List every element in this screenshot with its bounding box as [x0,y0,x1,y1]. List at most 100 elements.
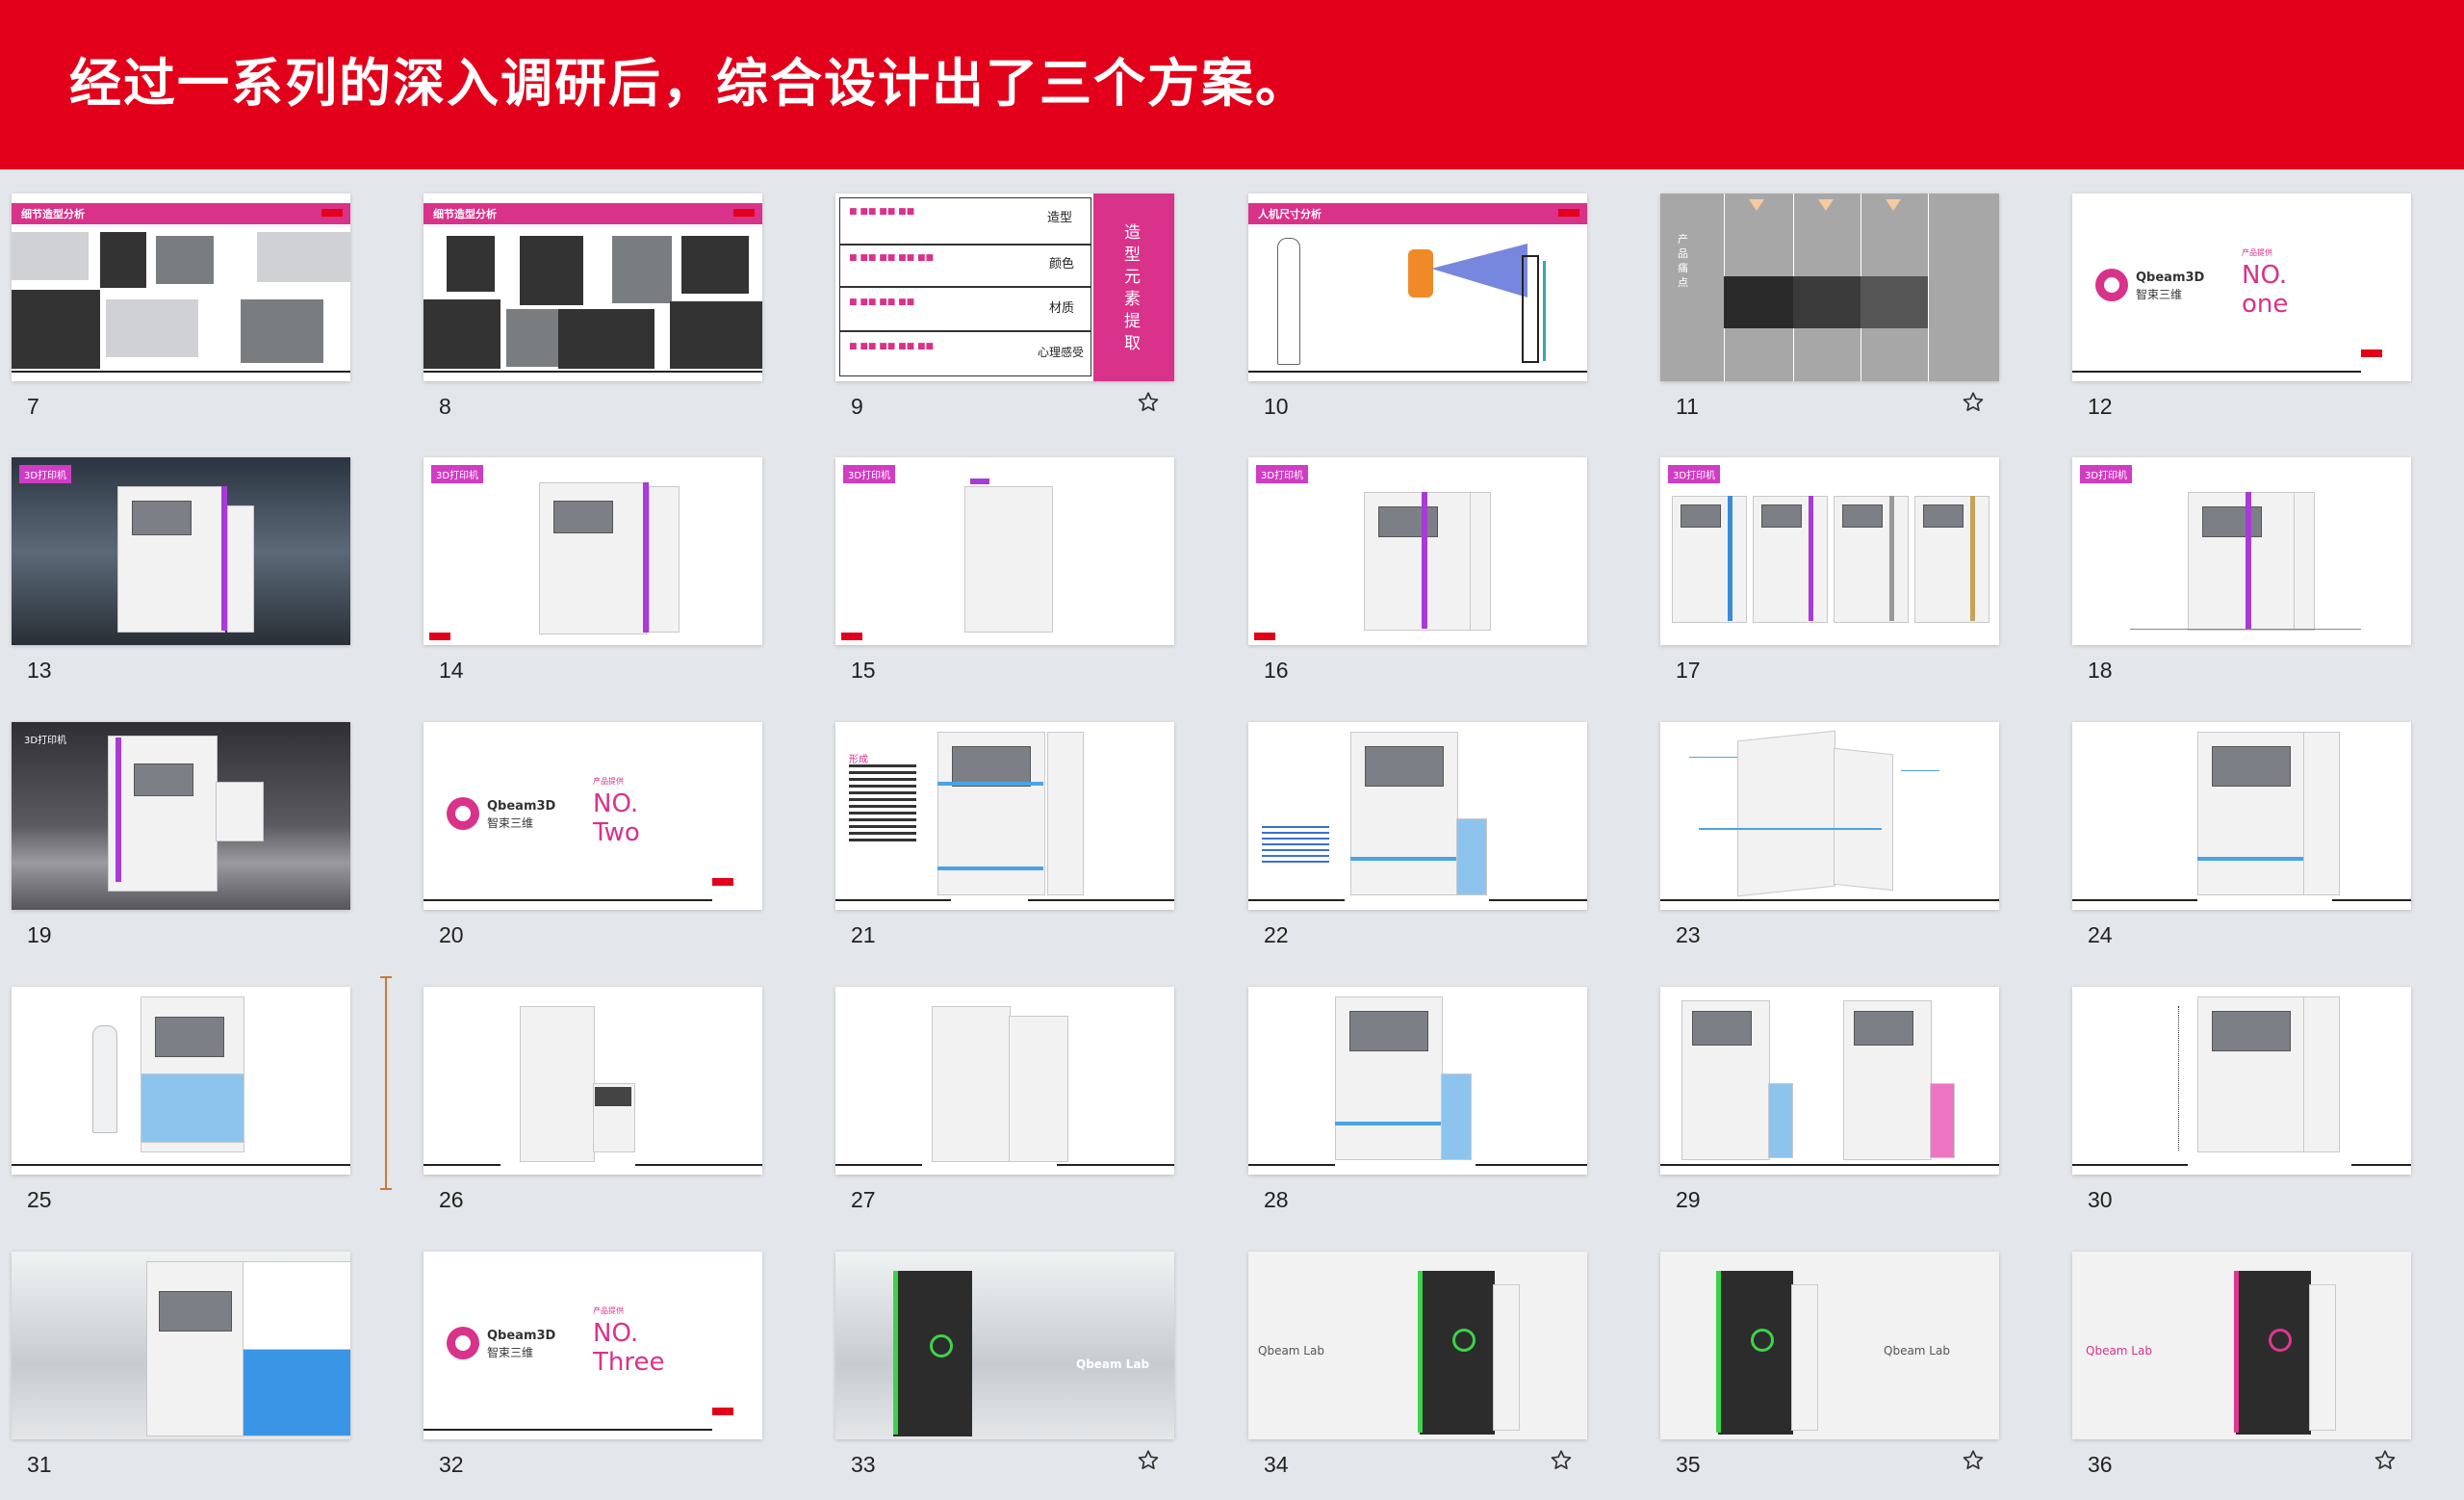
slide-number: 27 [851,1187,876,1212]
word-shape: 造型 [1047,211,1073,225]
slide-number: 15 [851,658,876,683]
slide-thumbnail[interactable] [835,987,1174,1175]
slide-16[interactable]: 3D打印机 16 [1248,457,1587,698]
star-icon[interactable] [1549,1448,1574,1473]
slide-20[interactable]: Qbeam3D 智束三维 产品提供 NO. Two 20 [424,722,762,963]
slide-thumbnail[interactable]: 产品痛点 [1660,194,1999,381]
slide-8[interactable]: 细节造型分析 8 [424,194,762,434]
star-icon[interactable] [1961,1448,1986,1473]
star-icon[interactable] [2373,1448,2398,1473]
slide-17[interactable]: 3D打印机 17 [1660,457,1999,698]
slide-35[interactable]: Qbeam Lab 35 [1660,1252,1999,1492]
slide-32[interactable]: Qbeam3D 智束三维 产品提供 NO. Three 32 [424,1252,762,1492]
slide-11[interactable]: 产品痛点 11 [1660,194,1999,434]
slide-33[interactable]: Qbeam Lab 33 [835,1252,1174,1492]
slide-number: 28 [1264,1187,1289,1212]
slide-number: 25 [27,1187,52,1212]
slide-thumbnail[interactable]: 人机尺寸分析 [1248,194,1587,381]
slide-thumbnail[interactable]: 3D打印机 [1248,457,1587,645]
slide-number: 8 [439,394,451,419]
slide-36[interactable]: Qbeam Lab 36 [2072,1252,2411,1492]
slide-number: 13 [27,658,52,683]
slide-27[interactable]: 27 [835,987,1174,1228]
slide-thumbnail[interactable]: Qbeam Lab [1248,1252,1587,1439]
slide-thumbnail[interactable]: Qbeam3D 智束三维 产品提供 NO. Three [424,1252,762,1439]
slide-31[interactable]: 31 [12,1252,350,1492]
section-divider [380,976,392,1190]
slide-12[interactable]: Qbeam3D 智束三维 产品提供 NO. one 12 [2072,194,2411,434]
slide-number: 7 [27,394,39,419]
slide-34[interactable]: Qbeam Lab 34 [1248,1252,1587,1492]
slide-title: 细节造型分析 [21,208,85,220]
slide-number: 22 [1264,922,1289,947]
slide-thumbnail[interactable]: Qbeam3D 智束三维 产品提供 NO. one [2072,194,2411,381]
slide-number: 11 [1676,394,1699,419]
slide-thumbnail[interactable]: 细节造型分析 [12,194,350,381]
slide-number: 9 [851,394,863,419]
slide-thumbnail[interactable]: 造型元素提取 造型 颜色 材质 心理感受 ■ ■■ ■■ ■■ ■ ■■ ■■ … [835,194,1174,381]
slide-15[interactable]: 3D打印机 15 [835,457,1174,698]
slide-thumbnail[interactable]: 3D打印机 [424,457,762,645]
word-material: 材质 [1049,301,1075,316]
slide-thumbnail[interactable] [1248,987,1587,1175]
slide-thumbnail[interactable]: 3D打印机 [835,457,1174,645]
slide-thumbnail[interactable]: Qbeam Lab [835,1252,1174,1439]
slide-thumbnail[interactable]: Qbeam Lab [2072,1252,2411,1439]
slide-23[interactable]: 23 [1660,722,1999,963]
slide-18[interactable]: 3D打印机 18 [2072,457,2411,698]
slide-number: 14 [439,658,464,683]
slide-thumbnail[interactable] [1660,987,1999,1175]
slide-number: 23 [1676,922,1701,947]
slide-24[interactable]: 24 [2072,722,2411,963]
slide-number: 31 [27,1452,52,1477]
side-label: 产品痛点 [1678,233,1688,289]
slide-30[interactable]: 30 [2072,987,2411,1228]
slide-thumbnail[interactable] [2072,987,2411,1175]
slide-thumbnail[interactable] [424,987,762,1175]
slide-title: 人机尺寸分析 [1258,208,1322,220]
star-icon[interactable] [1136,390,1161,415]
slide-thumbnail[interactable]: 形成 [835,722,1174,910]
star-icon[interactable] [1136,1448,1161,1473]
header-banner: 经过一系列的深入调研后，综合设计出了三个方案。 [0,0,2464,169]
slide-no-label: NO. [2242,261,2288,290]
slide-thumbnail[interactable]: 3D打印机 [12,722,350,910]
slide-thumbnail[interactable]: 细节造型分析 [424,194,762,381]
slide-thumbnail[interactable] [12,1252,350,1439]
slide-no-word: Three [593,1348,665,1377]
slide-no-word: Two [593,818,640,847]
star-icon[interactable] [1961,390,1986,415]
slide-19[interactable]: 3D打印机 19 [12,722,350,963]
slide-thumbnail[interactable]: 3D打印机 [12,457,350,645]
slide-number: 35 [1676,1452,1701,1477]
slide-number: 26 [439,1187,464,1212]
word-feeling: 心理感受 [1038,346,1085,359]
slide-grid: 细节造型分析 7 细节造型分析 8 [0,169,2464,1500]
slide-thumbnail[interactable]: Qbeam3D 智束三维 产品提供 NO. Two [424,722,762,910]
slide-thumbnail[interactable] [2072,722,2411,910]
slide-thumbnail[interactable] [1248,722,1587,910]
slide-thumbnail[interactable] [12,987,350,1175]
slide-thumbnail[interactable]: 3D打印机 [1660,457,1999,645]
slide-25[interactable]: 25 [12,987,350,1228]
slide-thumbnail[interactable] [1660,722,1999,910]
slide-9[interactable]: 造型元素提取 造型 颜色 材质 心理感受 ■ ■■ ■■ ■■ ■ ■■ ■■ … [835,194,1174,434]
slide-7[interactable]: 细节造型分析 7 [12,194,350,434]
qbeam-logo-icon [447,797,479,830]
slide-thumbnail[interactable]: 3D打印机 [2072,457,2411,645]
slide-number: 20 [439,922,464,947]
slide-26[interactable]: 26 [424,987,762,1228]
slide-14[interactable]: 3D打印机 14 [424,457,762,698]
slide-28[interactable]: 28 [1248,987,1587,1228]
slide-29[interactable]: 29 [1660,987,1999,1228]
slide-thumbnail[interactable]: Qbeam Lab [1660,1252,1999,1439]
slide-10[interactable]: 人机尺寸分析 10 [1248,194,1587,434]
page-title: 经过一系列的深入调研后，综合设计出了三个方案。 [69,53,1309,114]
slide-22[interactable]: 22 [1248,722,1587,963]
slide-21[interactable]: 形成 21 [835,722,1174,963]
slide-number: 36 [2088,1452,2113,1477]
slide-title: 细节造型分析 [433,208,497,220]
slide-13[interactable]: 3D打印机 13 [12,457,350,698]
slide-number: 19 [27,922,52,947]
slide-number: 33 [851,1452,876,1477]
